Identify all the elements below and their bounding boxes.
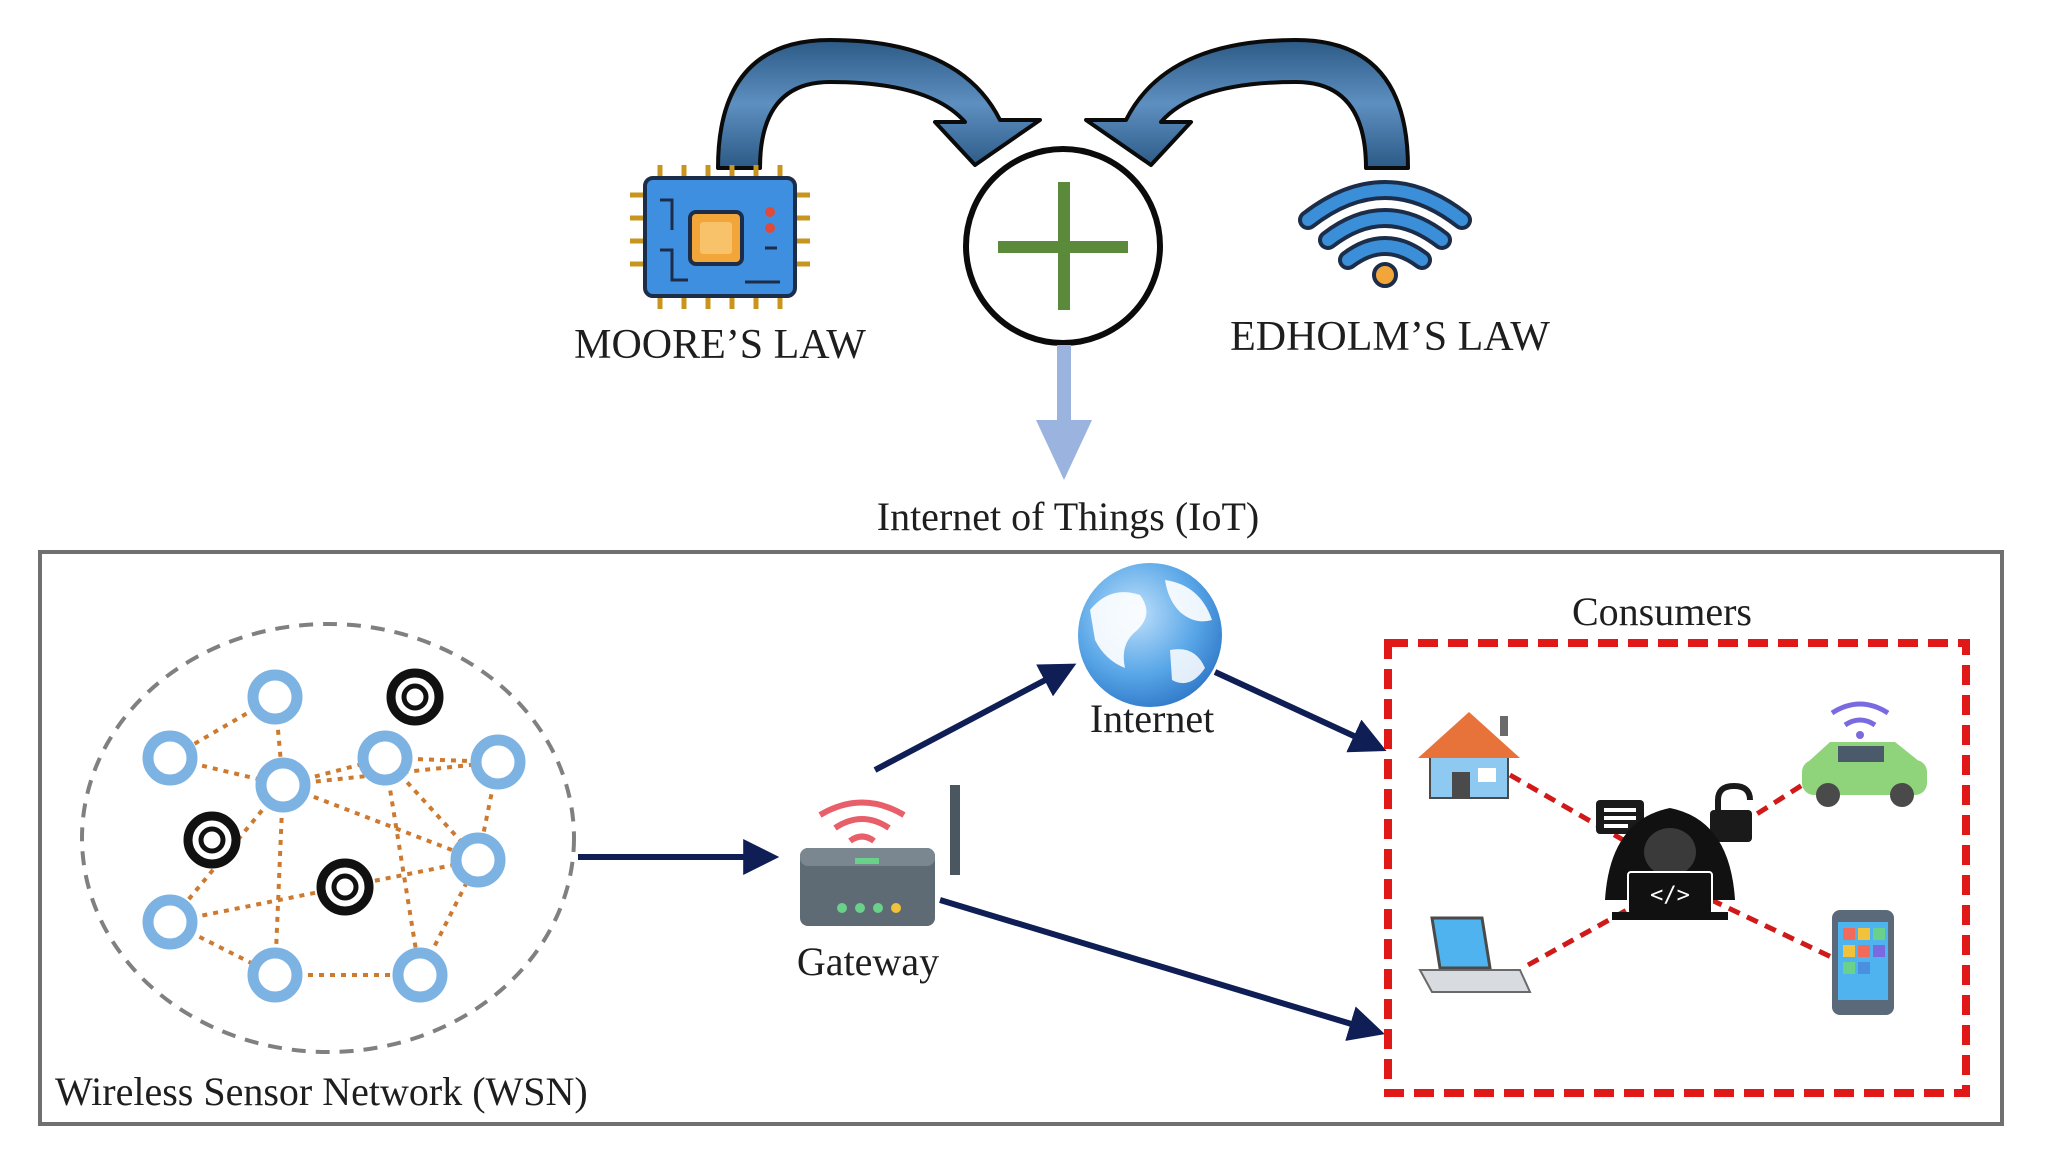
consumers-label: Consumers: [1572, 589, 1752, 634]
laptop-icon: [1418, 916, 1532, 993]
car-icon: [1802, 701, 1927, 807]
sensor-node: [470, 734, 526, 790]
house-icon: [1418, 712, 1520, 799]
sensor-nodes: [142, 669, 526, 1003]
moore-curved-arrow: [716, 38, 1042, 170]
sensor-node: [142, 894, 198, 950]
car-wifi-icon: [1830, 701, 1890, 716]
gateway-to-internet-arrow: [873, 663, 1077, 773]
internet-to-consumers-arrow: [1213, 669, 1387, 753]
black-nodes: [183, 668, 444, 916]
flow-arrows: [578, 663, 1387, 1041]
microchip-icon: [630, 165, 810, 309]
svg-text:</>: </>: [1650, 883, 1690, 908]
sensor-node: [247, 947, 303, 1003]
consumers-box: [1384, 639, 1970, 1097]
gateway-label: Gateway: [797, 939, 939, 984]
iot-title: Internet of Things (IoT): [877, 494, 1259, 539]
padlock-icon: [1710, 782, 1753, 842]
wifi-icon: [1298, 180, 1472, 288]
edholm-law-label: EDHOLM’S LAW: [1230, 314, 1550, 360]
internet-label: Internet: [1090, 696, 1214, 741]
moore-law-label: MOORE’S LAW: [574, 322, 866, 368]
gateway-to-consumers-arrow: [939, 897, 1385, 1041]
message-icon: [1596, 800, 1644, 834]
wsn-label: Wireless Sensor Network (WSN): [55, 1069, 588, 1114]
malicious-node: [316, 858, 374, 916]
wsn-cluster: [80, 622, 576, 1054]
hacker-icon: </>: [1605, 808, 1735, 920]
malicious-node: [183, 811, 241, 869]
plus-circle: [963, 146, 1163, 346]
globe-icon: [1078, 563, 1222, 707]
sensor-node: [450, 832, 506, 888]
sensor-node: [247, 669, 303, 725]
sensor-node: [255, 757, 311, 813]
sensor-node: [142, 730, 198, 786]
sensor-node: [392, 947, 448, 1003]
malicious-node: [386, 668, 444, 726]
edholm-curved-arrow: [1084, 38, 1410, 170]
down-arrow: [1036, 345, 1092, 480]
sensor-node: [357, 730, 413, 786]
router-icon: [800, 785, 960, 926]
smartphone-icon: [1832, 910, 1894, 1015]
iot-container: [38, 550, 2004, 1126]
